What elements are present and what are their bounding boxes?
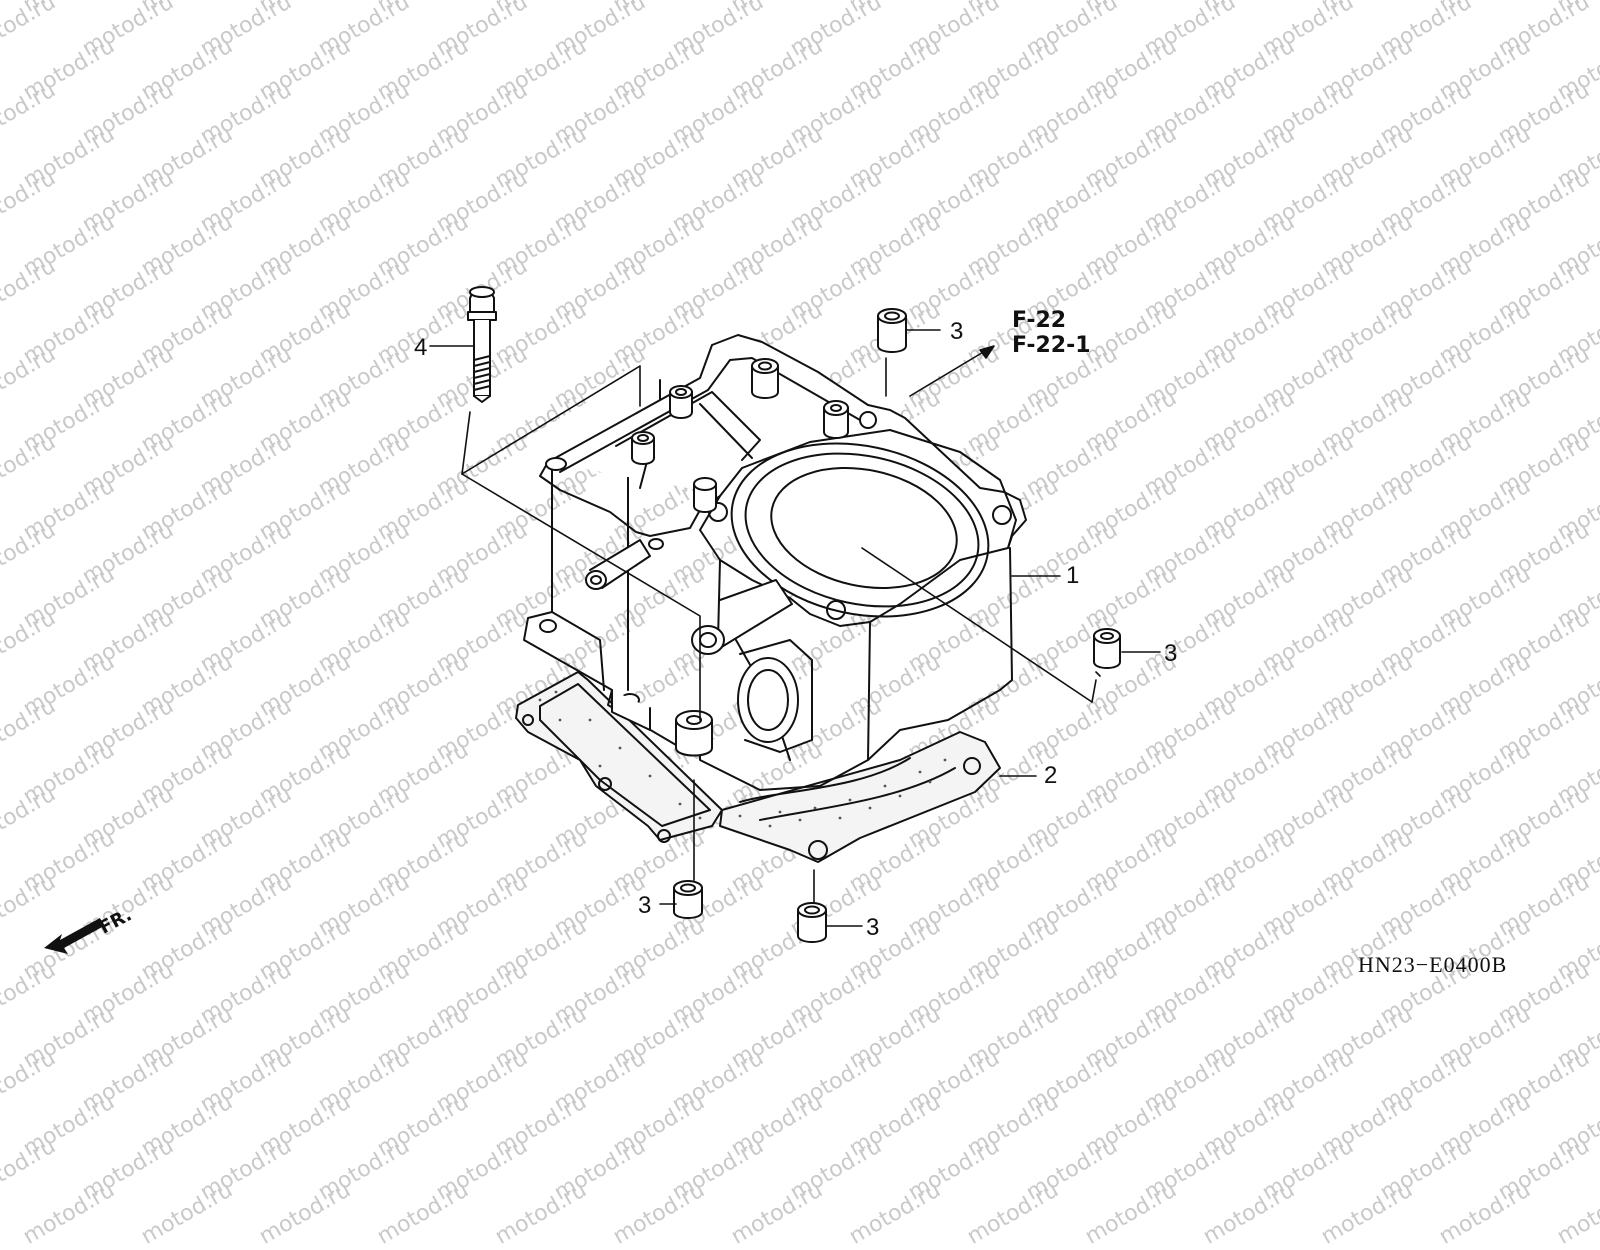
callout-bolt: 4 [414,334,428,361]
diagram-drawing [44,0,1600,954]
callout-cylinder: 1 [1066,562,1080,589]
dowel-pin-right [1094,629,1120,668]
dowel-pin-bottom-right [798,903,826,942]
reference-link-f22: F-22 F-22-1 [1012,308,1091,359]
front-arrow-icon [44,918,104,954]
cylinder-block [524,335,1026,790]
callout-dowel-bottom-right: 3 [866,914,880,941]
callout-dowel-right: 3 [1164,640,1178,667]
callout-dowel-bottom-left: 3 [638,892,652,919]
callout-gasket: 2 [1044,762,1058,789]
dowel-pin-top [878,309,906,352]
dowel-pin-bottom-left [674,881,702,918]
cylinder-base-gasket [516,672,1000,862]
callout-dowel-top: 3 [950,318,964,345]
reference-f22-1: F-22-1 [1012,333,1091,359]
cylinder-bolt [468,287,496,402]
leader-lines [430,330,1160,926]
diagram-code: HN23−E0400B [1358,952,1508,977]
reference-f22: F-22 [1012,308,1067,333]
